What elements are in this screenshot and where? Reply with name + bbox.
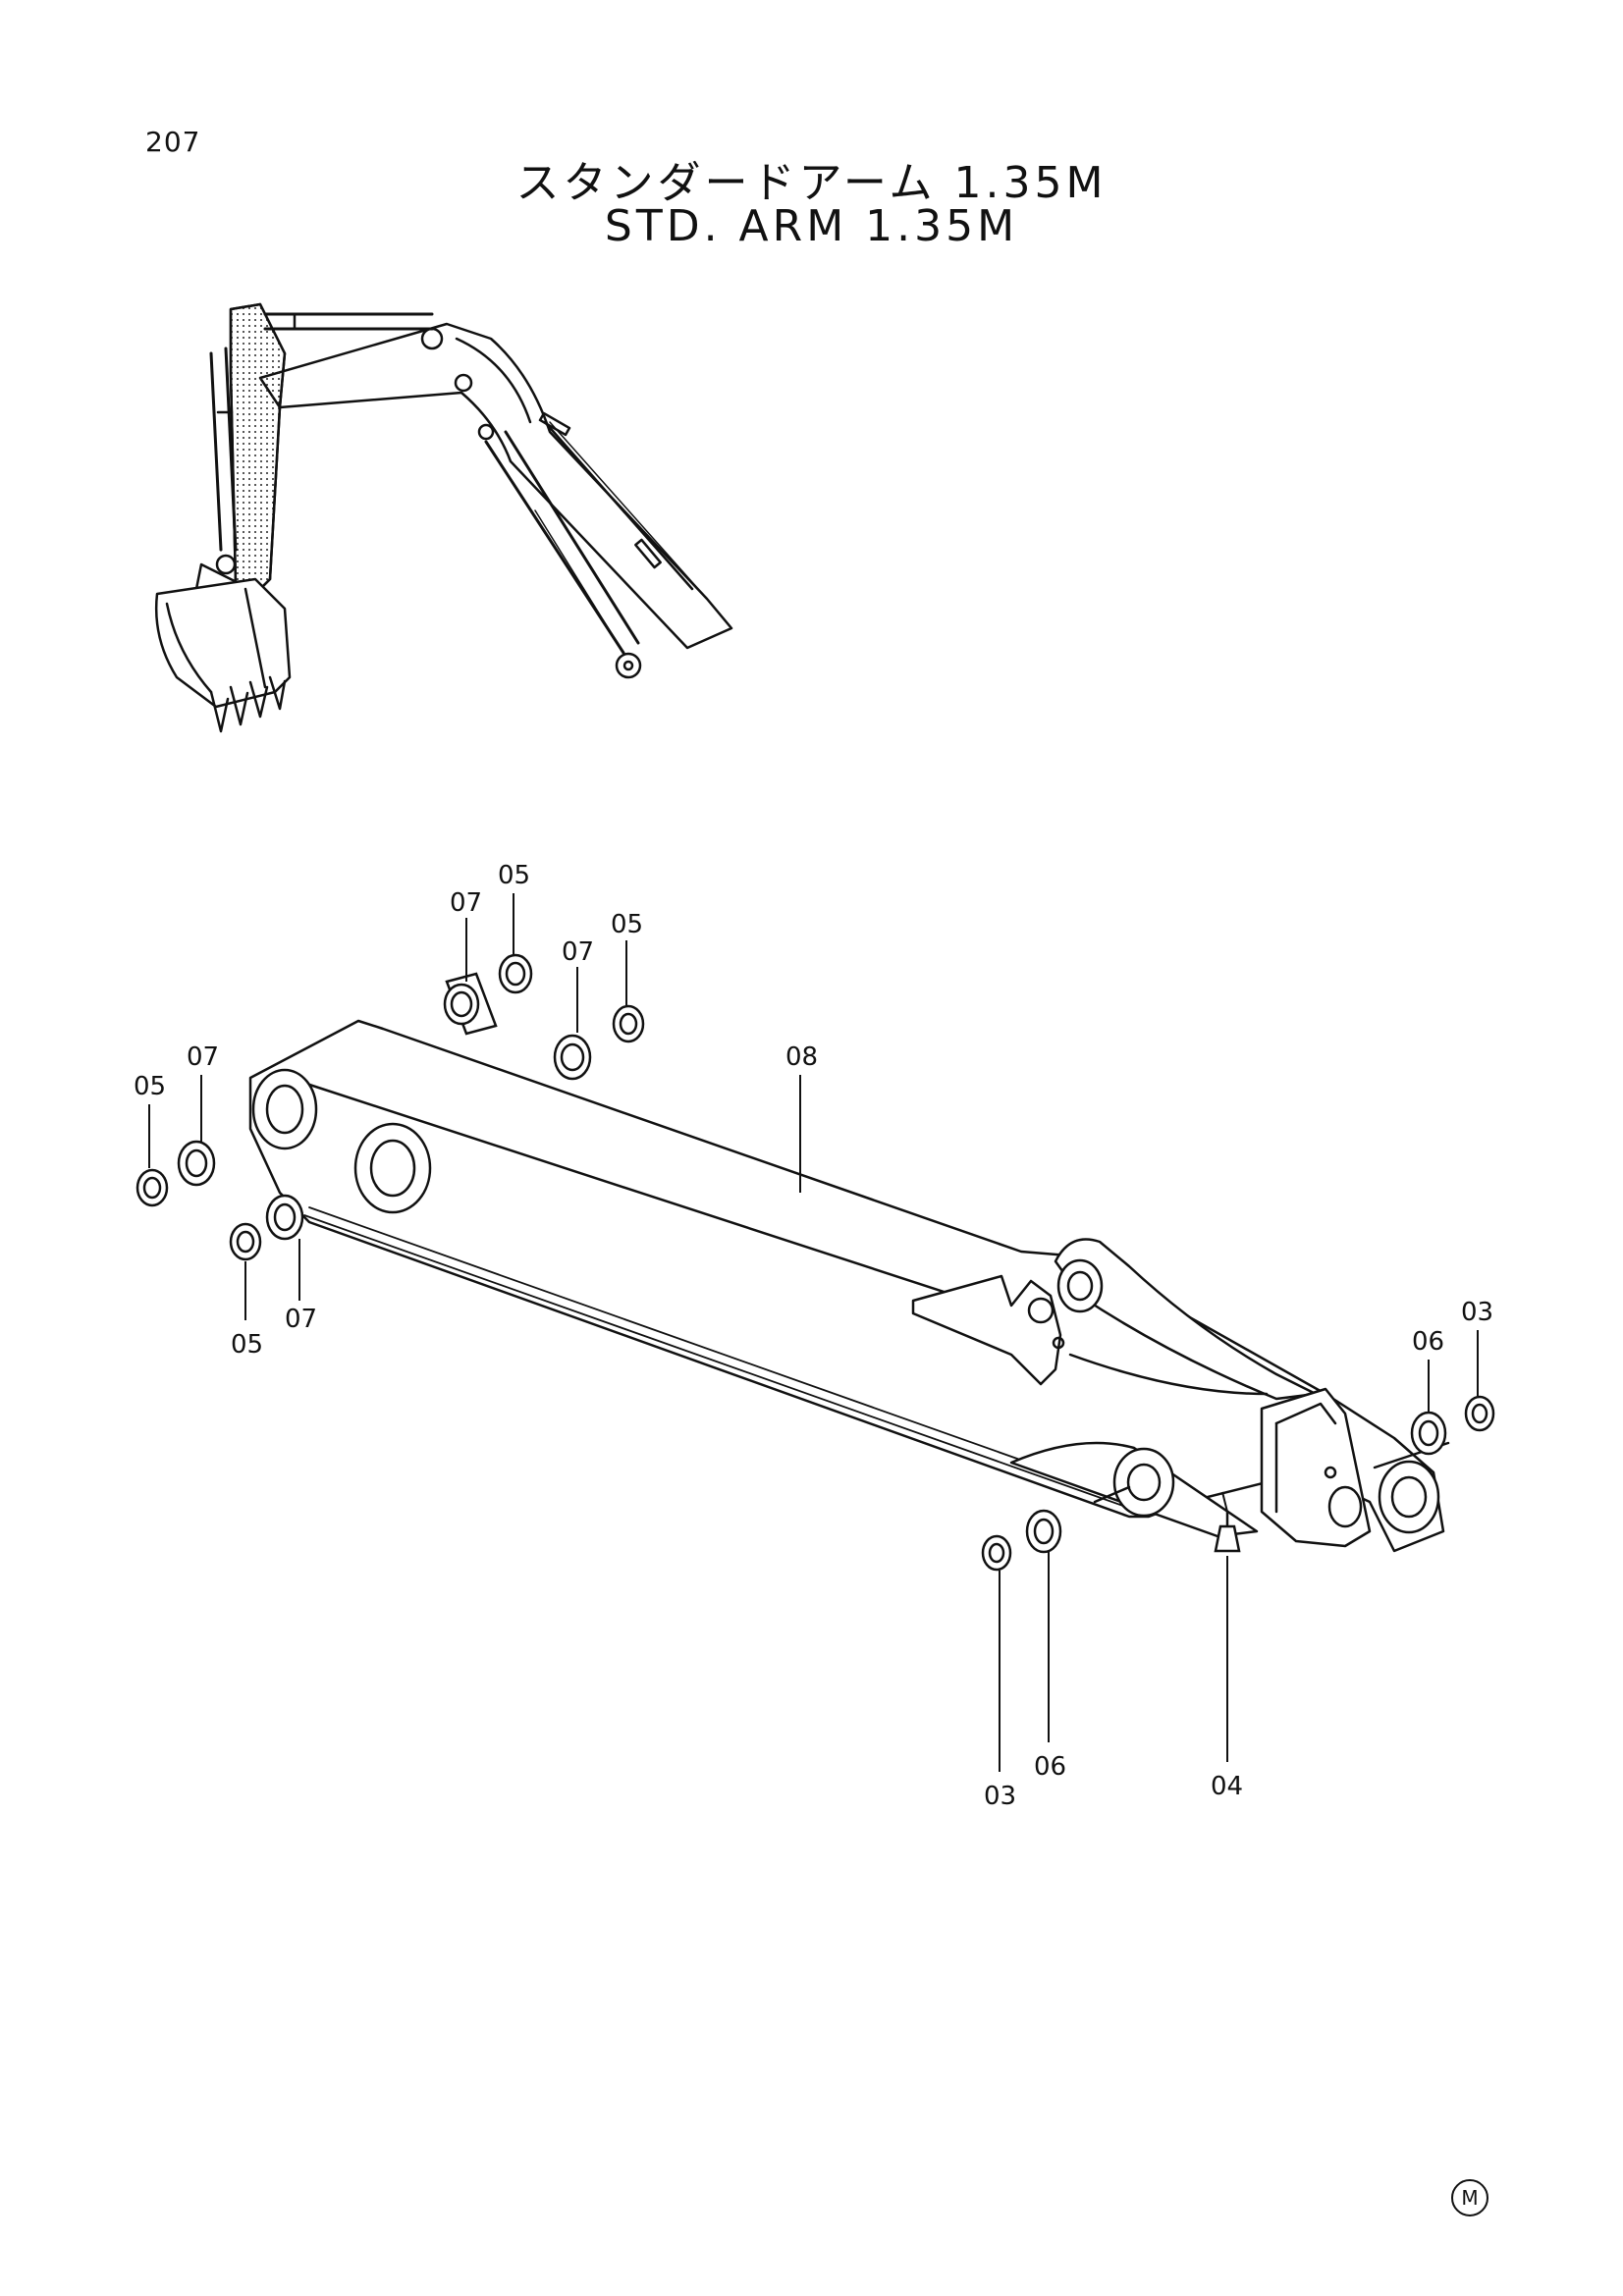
- callout-labels: 07 05 07 05 07 05 05 07 08 06 03 03 06 0…: [134, 861, 1493, 1811]
- page-title-japanese: スタンダードアーム 1.35M: [515, 158, 1108, 208]
- callout-grease-fitting-04: 04: [1211, 1772, 1243, 1801]
- leader-lines: [148, 893, 1479, 1772]
- bushing-07-c: [177, 1140, 216, 1187]
- shim-03-right: [1464, 1395, 1495, 1432]
- callout-shim-03-right: 03: [1461, 1298, 1493, 1327]
- callout-bushing-07-a: 07: [450, 888, 482, 918]
- shim-05-d: [229, 1222, 262, 1261]
- shim-05-a: [498, 953, 533, 994]
- shim-05-c: [135, 1168, 169, 1207]
- shim-03-bottom: [981, 1534, 1012, 1572]
- bushing-07-d: [265, 1194, 304, 1241]
- page-number: 207: [145, 126, 201, 158]
- bushing-06-bottom: [1025, 1509, 1062, 1554]
- callout-shim-05-b: 05: [611, 910, 643, 939]
- callout-bushing-06-bottom: 06: [1034, 1752, 1066, 1782]
- excavator-overview-illustration: [154, 302, 733, 733]
- shim-05-b: [612, 1004, 645, 1043]
- callout-shim-03-bottom: 03: [984, 1782, 1016, 1811]
- bushing-06-right: [1410, 1411, 1447, 1456]
- callout-shim-05-c: 05: [134, 1072, 166, 1101]
- callout-bushing-06-right: 06: [1412, 1327, 1444, 1357]
- small-parts: [135, 953, 1495, 1572]
- page-title-english: STD. ARM 1.35M: [604, 201, 1019, 251]
- callout-bushing-07-b: 07: [562, 937, 594, 967]
- grease-fitting-04: [1214, 1512, 1241, 1553]
- bushing-07-b: [553, 1034, 592, 1081]
- bushing-07-a: [443, 972, 498, 1036]
- arm-exploded-view: [248, 1019, 1450, 1553]
- callout-shim-05-d: 05: [231, 1330, 263, 1360]
- manufacturer-mark: M: [1451, 2179, 1488, 2216]
- callout-shim-05-a: 05: [498, 861, 530, 890]
- callout-bushing-07-d: 07: [285, 1305, 317, 1334]
- callout-arm-08: 08: [785, 1042, 818, 1072]
- callout-bushing-07-c: 07: [187, 1042, 219, 1072]
